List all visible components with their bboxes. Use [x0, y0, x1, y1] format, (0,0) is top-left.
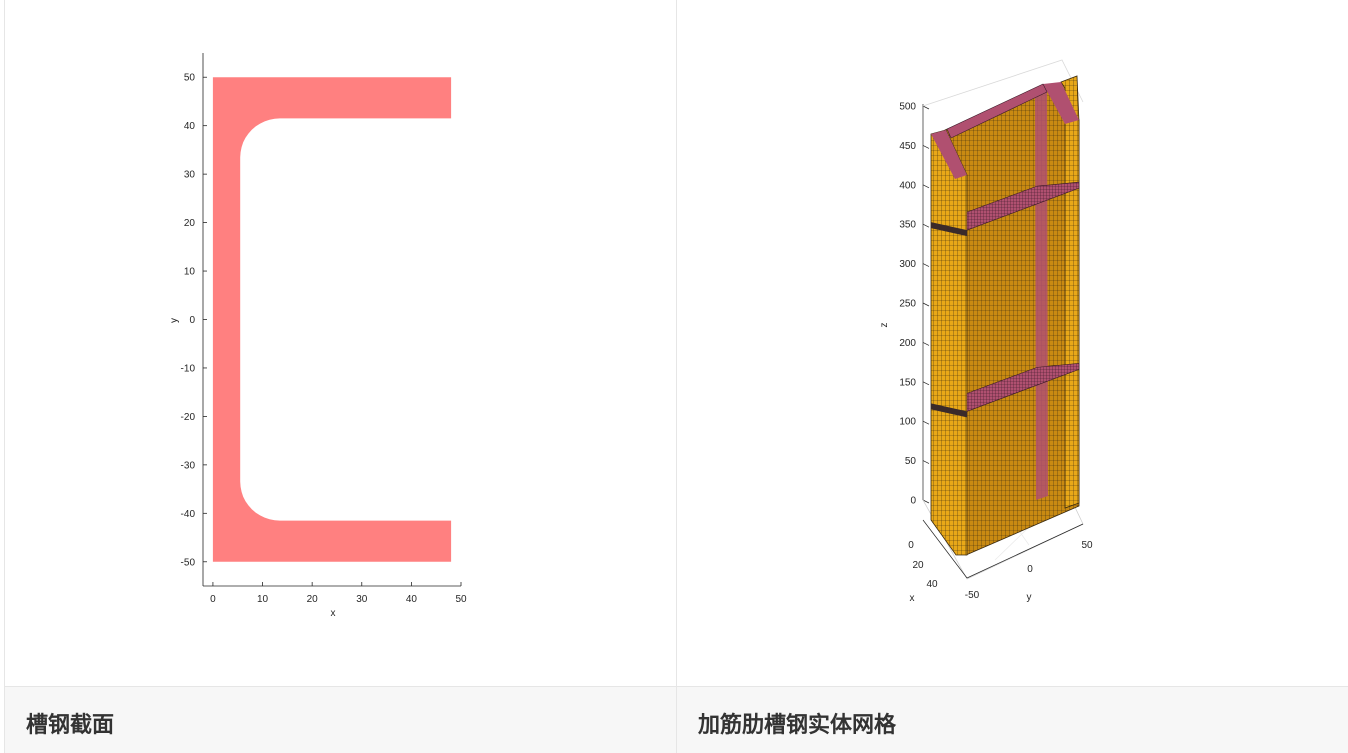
y-tick-label: 0	[189, 315, 195, 326]
y-tick-label: 0	[1027, 564, 1033, 575]
z-tick	[922, 499, 930, 504]
z-tick	[922, 342, 930, 346]
x-tick-label: 40	[406, 594, 418, 605]
y-tick-label: -50	[181, 557, 196, 568]
y-tick-label: 40	[184, 121, 196, 132]
x-tick-label: 50	[455, 594, 467, 605]
caption-text: 槽钢截面	[26, 713, 115, 738]
z-tick-label: 100	[899, 417, 916, 428]
x-tick-label: 0	[908, 540, 914, 551]
z-tick	[922, 145, 930, 149]
y-tick-label: -50	[965, 590, 980, 601]
z-tick	[922, 223, 930, 228]
z-tick-label: 400	[899, 180, 916, 191]
z-tick-label: 300	[899, 259, 916, 270]
caption-bar: 加筋肋槽钢实体网格	[677, 686, 1348, 753]
y-tick-label: -20	[181, 412, 196, 423]
z-tick-label: 150	[899, 377, 916, 388]
x-axis-line	[922, 519, 968, 579]
z-tick	[922, 302, 930, 307]
x-tick-label: 0	[210, 594, 216, 605]
right-flange-top	[1043, 82, 1079, 124]
x-tick-label: 40	[926, 579, 938, 590]
y-axis-line	[966, 523, 1084, 579]
z-tick	[922, 460, 930, 464]
stiffener-edge	[931, 222, 967, 237]
y-tick-label: -10	[181, 363, 196, 374]
z-tick-label: 0	[910, 496, 916, 507]
stiffener-plate	[966, 363, 1080, 412]
z-tick	[922, 263, 930, 267]
x-tick-label: 30	[356, 594, 368, 605]
stiffener-edge	[931, 403, 967, 418]
channel-section-chart: 0 10 20 30 40 50 50 40 30 20 10 0 -10 -20 -30 -40 -50 x y	[169, 53, 467, 619]
inner-fillet-column	[1035, 84, 1048, 500]
x-tick-label: 20	[912, 560, 924, 571]
z-tick	[922, 420, 930, 425]
y-tick-label: 50	[184, 73, 196, 84]
z-tick-label: 500	[899, 102, 916, 113]
x-tick-label: 20	[307, 594, 319, 605]
y-tick-label: 10	[184, 267, 196, 278]
y-tick-label: 20	[184, 218, 196, 229]
z-axis-label: z	[879, 323, 890, 328]
y-axis-label: y	[1027, 592, 1032, 603]
top-lip	[946, 83, 1048, 139]
channel-section-shape	[212, 77, 452, 562]
z-tick-label: 450	[899, 141, 916, 152]
z-tick-label: 250	[899, 299, 916, 310]
caption-text: 加筋肋槽钢实体网格	[698, 713, 897, 738]
left-flange	[930, 129, 968, 556]
z-tick-label: 200	[899, 338, 916, 349]
y-tick-label: 30	[184, 170, 196, 181]
left-flange-top	[931, 130, 967, 179]
y-tick-label: 50	[1081, 540, 1093, 551]
y-tick-label: -40	[181, 509, 196, 520]
y-tick-label: -30	[181, 460, 196, 471]
caption-bar: 槽钢截面	[5, 686, 676, 753]
ribbed-channel-mesh-chart: 500450400350300250200150100500z02040-500…	[879, 59, 1093, 604]
z-tick	[922, 105, 930, 110]
y-axis-label: y	[169, 318, 180, 323]
channel-section-figure: 0 10 20 30 40 50 50 40 30 20 10 0 -10 -20 -30 -40 -50 x y	[5, 0, 676, 686]
x-tick-label: 10	[257, 594, 269, 605]
x-axis-label: x	[910, 593, 915, 604]
z-tick-label: 350	[899, 220, 916, 231]
z-tick	[922, 381, 930, 386]
stiffener-plate	[966, 181, 1080, 231]
z-tick	[922, 184, 930, 189]
z-tick-label: 50	[905, 456, 917, 467]
x-axis-label: x	[331, 608, 336, 619]
